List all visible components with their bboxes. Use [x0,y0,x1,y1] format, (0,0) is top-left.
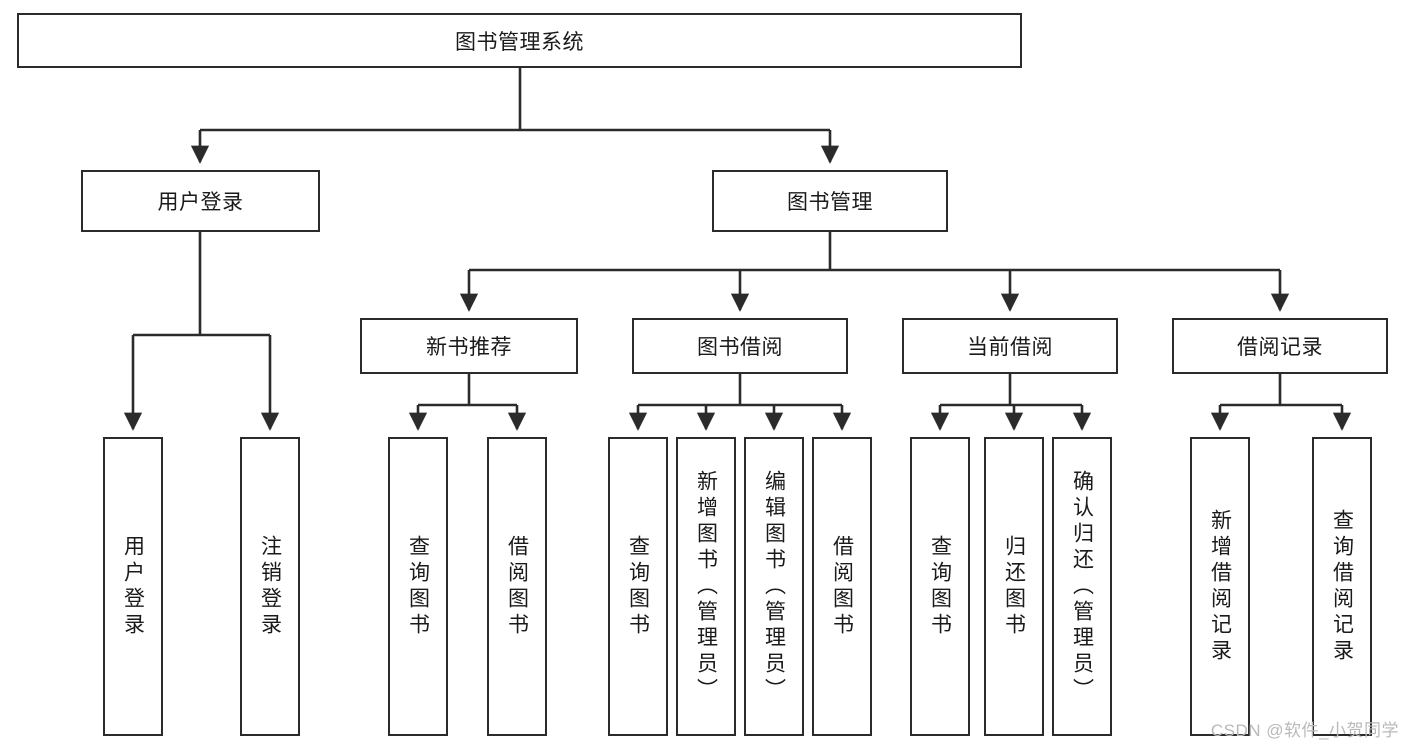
node-leaf-query-book-current[interactable]: 查询图书 [910,437,970,736]
node-root[interactable]: 图书管理系统 [17,13,1022,68]
node-current-borrow[interactable]: 当前借阅 [902,318,1118,374]
node-new-book-recommend-label: 新书推荐 [426,336,512,359]
node-leaf-borrow-book-rec-label: 借阅图书 [505,534,529,639]
node-leaf-query-borrow-record[interactable]: 查询借阅记录 [1312,437,1372,736]
node-leaf-user-login[interactable]: 用户登录 [103,437,163,736]
node-leaf-confirm-return-admin-label: 确认归还（管理员） [1070,469,1094,704]
node-book-borrow[interactable]: 图书借阅 [632,318,848,374]
node-leaf-query-book-rec-label: 查询图书 [406,534,430,639]
node-leaf-borrow-book-label: 借阅图书 [830,534,854,639]
node-new-book-recommend[interactable]: 新书推荐 [360,318,578,374]
node-leaf-query-book-borrow[interactable]: 查询图书 [608,437,668,736]
node-borrow-records[interactable]: 借阅记录 [1172,318,1388,374]
node-leaf-edit-book-admin-label: 编辑图书（管理员） [762,469,786,704]
node-leaf-return-book[interactable]: 归还图书 [984,437,1044,736]
node-leaf-query-borrow-record-label: 查询借阅记录 [1330,508,1354,665]
node-leaf-add-book-admin-label: 新增图书（管理员） [694,469,718,704]
node-leaf-query-book-borrow-label: 查询图书 [626,534,650,639]
node-book-management[interactable]: 图书管理 [712,170,948,232]
node-leaf-query-book-rec[interactable]: 查询图书 [388,437,448,736]
node-leaf-add-borrow-record-label: 新增借阅记录 [1208,508,1232,665]
node-leaf-borrow-book[interactable]: 借阅图书 [812,437,872,736]
node-leaf-user-login-label: 用户登录 [121,534,145,639]
node-leaf-edit-book-admin[interactable]: 编辑图书（管理员） [744,437,804,736]
node-current-borrow-label: 当前借阅 [967,336,1053,359]
node-leaf-add-borrow-record[interactable]: 新增借阅记录 [1190,437,1250,736]
node-user-login-label: 用户登录 [157,191,244,214]
node-leaf-return-book-label: 归还图书 [1002,534,1026,639]
node-borrow-records-label: 借阅记录 [1237,336,1323,359]
node-book-management-label: 图书管理 [787,191,873,214]
node-leaf-logout-label: 注销登录 [258,534,282,639]
node-leaf-query-book-current-label: 查询图书 [928,534,952,639]
node-user-login[interactable]: 用户登录 [81,170,320,232]
csdn-watermark: CSDN @软件_小贺同学 [1210,721,1399,740]
node-leaf-logout[interactable]: 注销登录 [240,437,300,736]
node-leaf-add-book-admin[interactable]: 新增图书（管理员） [676,437,736,736]
node-book-borrow-label: 图书借阅 [697,336,783,359]
node-leaf-confirm-return-admin[interactable]: 确认归还（管理员） [1052,437,1112,736]
node-leaf-borrow-book-rec[interactable]: 借阅图书 [487,437,547,736]
node-root-label: 图书管理系统 [455,30,584,54]
